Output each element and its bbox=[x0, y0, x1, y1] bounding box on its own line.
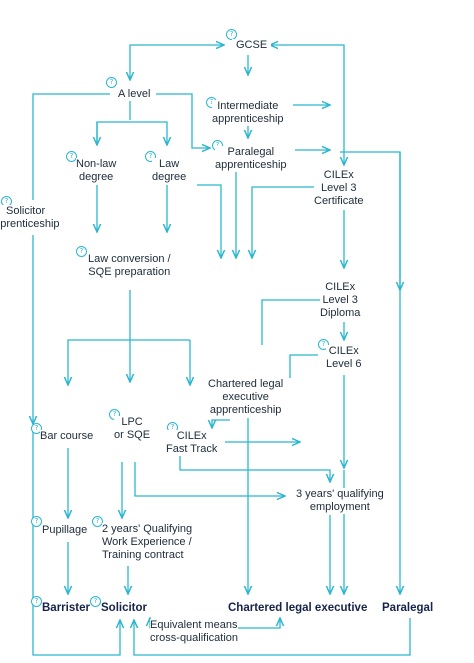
node-2y-line3: Training contract bbox=[102, 549, 184, 561]
node-pupillage[interactable]: Pupillage bbox=[42, 524, 88, 537]
node-law-line2: degree bbox=[152, 171, 187, 183]
info-icon-alevel[interactable]: ? bbox=[106, 77, 117, 88]
info-icon-barrister[interactable]: ? bbox=[31, 596, 42, 607]
node-cilex-level3-certificate[interactable]: CILEx Level 3 Certificate bbox=[314, 169, 364, 208]
line-gcse-left bbox=[130, 45, 224, 80]
equivalent-line2: cross-qualification bbox=[150, 632, 239, 644]
info-icon-conversion[interactable]: ? bbox=[76, 246, 87, 257]
node-cilex-fast-track[interactable]: CILEx Fast Track bbox=[166, 430, 218, 456]
node-law-degree[interactable]: Law degree bbox=[152, 158, 187, 184]
node-law-line1: Law bbox=[159, 158, 180, 170]
node-ft-line1: CILEx bbox=[176, 430, 207, 442]
node-cleapp-line3: apprenticeship bbox=[209, 404, 282, 416]
info-icon-cilex6[interactable]: ? bbox=[318, 339, 329, 350]
node-paralegal-apprenticeship[interactable]: Paralegal apprenticeship bbox=[215, 146, 287, 172]
node-solapp-line1: Solicitor bbox=[6, 205, 46, 217]
node-cilex-level3-diploma[interactable]: CILEx Level 3 Diploma bbox=[320, 281, 361, 320]
line-lpc-qual bbox=[134, 462, 285, 496]
node-a-level[interactable]: A level bbox=[116, 88, 153, 101]
node-l6-line1: CILEx bbox=[328, 345, 359, 357]
node-cleapp-line2: executive bbox=[222, 391, 269, 403]
node-conv-line2: SQE preparation bbox=[88, 266, 171, 278]
node-paralegal-app-line2: apprenticeship bbox=[215, 159, 287, 171]
equivalent-line1: Equivalent means bbox=[150, 619, 238, 631]
node-nonlaw-line1: Non-law bbox=[76, 158, 117, 170]
node-cleapp-line1: Chartered legal bbox=[208, 378, 284, 390]
node-cert-line2: Level 3 bbox=[321, 182, 357, 194]
node-paralegal-app-line1: Paralegal bbox=[227, 146, 275, 158]
node-solapp-line2: apprenticeship bbox=[0, 218, 60, 230]
line-alevel-left bbox=[32, 93, 110, 200]
info-icon-nonlaw[interactable]: ? bbox=[66, 151, 77, 162]
node-dip-line3: Diploma bbox=[320, 307, 361, 319]
node-dip-line2: Level 3 bbox=[322, 294, 358, 306]
node-ft-line2: Fast Track bbox=[166, 443, 218, 455]
line-paralegal-sol bbox=[134, 618, 411, 656]
line-dip-cle bbox=[261, 299, 320, 345]
info-icon-gcse[interactable]: ? bbox=[226, 29, 237, 40]
info-icon-law[interactable]: ? bbox=[145, 151, 156, 162]
node-solicitor-apprenticeship[interactable]: Solicitor apprenticeship bbox=[0, 205, 60, 231]
info-icon-solicitor[interactable]: ? bbox=[90, 596, 101, 607]
node-lpc-line1: LPC bbox=[121, 416, 143, 428]
info-icon-twoyears[interactable]: ? bbox=[92, 516, 103, 527]
line-split bbox=[96, 121, 167, 145]
node-cert-line1: CILEx bbox=[323, 169, 354, 181]
equivalent-note: Equivalent means cross-qualification bbox=[150, 619, 239, 645]
node-lpc-line2: or SQE bbox=[114, 429, 151, 441]
line-conv-left bbox=[68, 339, 190, 385]
node-gcse[interactable]: GCSE bbox=[232, 39, 272, 52]
node-chartered-legal-executive[interactable]: Chartered legal executive bbox=[228, 602, 368, 614]
line-cilex-cle bbox=[252, 186, 314, 258]
node-intermediate-apprenticeship[interactable]: Intermediate apprenticeship bbox=[212, 100, 284, 126]
node-qual-line2: employment bbox=[309, 501, 370, 513]
node-intermediate-line2: apprenticeship bbox=[212, 113, 284, 125]
node-non-law-degree[interactable]: Non-law degree bbox=[76, 158, 117, 184]
line-left-solicitor bbox=[32, 430, 120, 656]
node-solicitor[interactable]: Solicitor bbox=[101, 602, 148, 614]
line-gcse-right bbox=[270, 45, 344, 165]
node-conv-line1: Law conversion / bbox=[88, 253, 171, 265]
node-2y-line2: Work Experience / bbox=[102, 536, 192, 548]
node-qualifying-employment[interactable]: 3 years' qualifying employment bbox=[296, 488, 384, 514]
info-icon-bar[interactable]: ? bbox=[31, 423, 42, 434]
line-alevel-right bbox=[156, 93, 210, 148]
line-6-cle bbox=[289, 354, 318, 378]
node-l6-line2: Level 6 bbox=[326, 358, 362, 370]
info-icon-pupillage[interactable]: ? bbox=[31, 516, 42, 527]
line-law-cle bbox=[197, 184, 221, 258]
node-barrister[interactable]: Barrister bbox=[42, 602, 90, 614]
node-qual-line1: 3 years' qualifying bbox=[296, 488, 384, 500]
node-paralegal[interactable]: Paralegal bbox=[382, 602, 434, 614]
node-nonlaw-line2: degree bbox=[79, 171, 114, 183]
node-intermediate-line1: Intermediate bbox=[217, 100, 279, 112]
node-lpc-or-sqe[interactable]: LPC or SQE bbox=[114, 416, 151, 442]
node-dip-line1: CILEx bbox=[325, 281, 356, 293]
node-2y-line1: 2 years' Qualifying bbox=[102, 523, 193, 535]
node-bar-course[interactable]: Bar course bbox=[40, 430, 94, 443]
node-cilex-level6[interactable]: CILEx Level 6 bbox=[326, 345, 362, 371]
node-chartered-apprenticeship[interactable]: Chartered legal executive apprenticeship bbox=[208, 378, 284, 417]
node-law-conversion[interactable]: Law conversion / SQE preparation bbox=[88, 253, 171, 279]
node-two-years-qwe[interactable]: 2 years' Qualifying Work Experience / Tr… bbox=[102, 523, 193, 562]
line-cle-ft bbox=[212, 419, 230, 428]
node-cert-line3: Certificate bbox=[314, 195, 364, 207]
